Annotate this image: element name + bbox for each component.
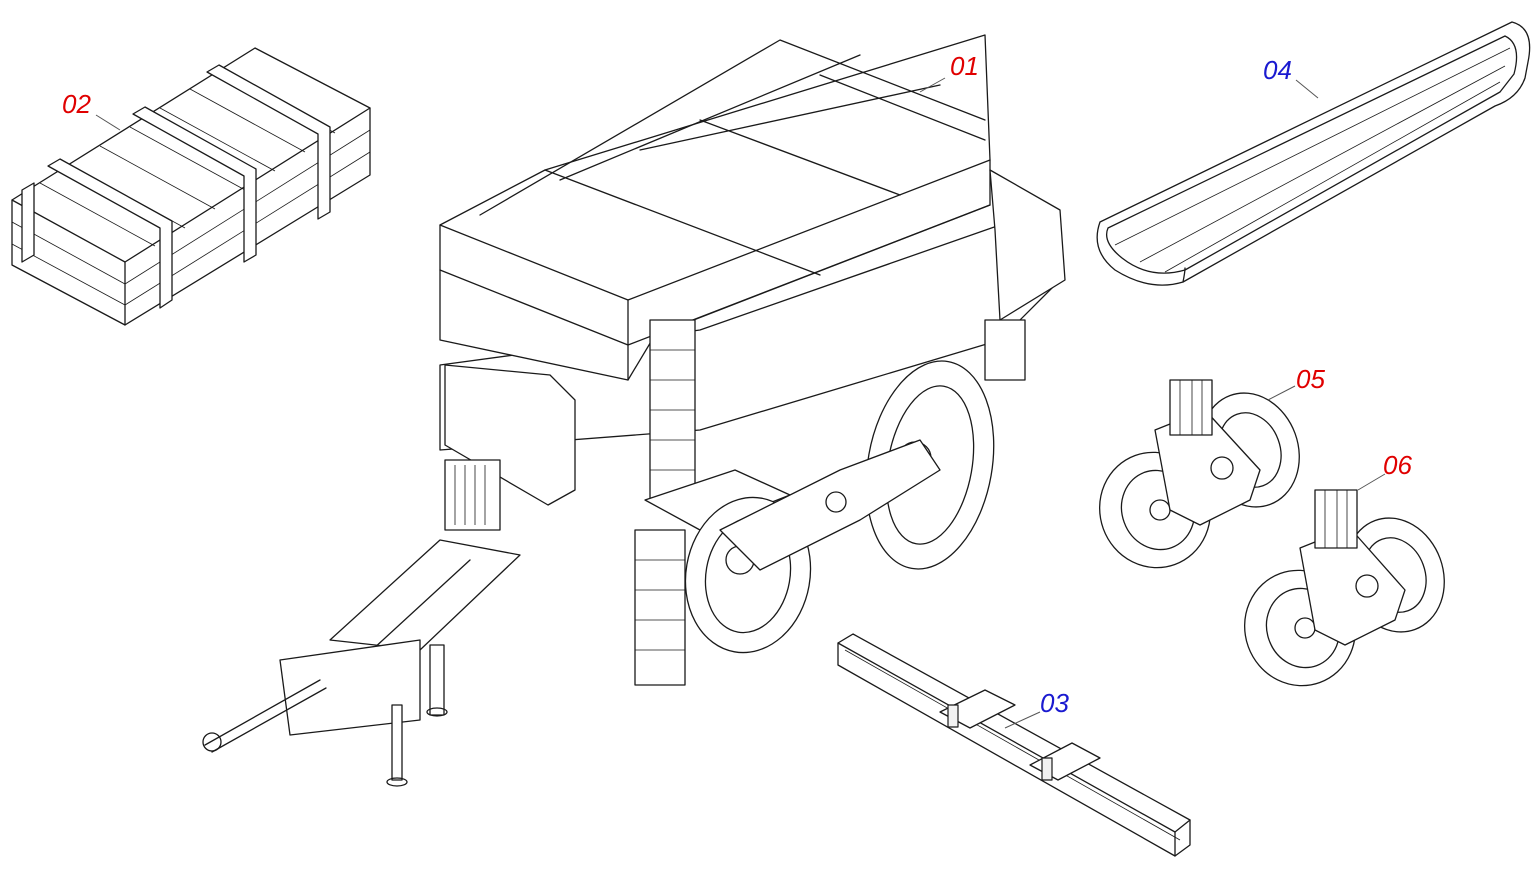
leader-03 xyxy=(1004,711,1041,729)
wheel-assembly-05 xyxy=(1098,379,1300,569)
callout-06: 06 xyxy=(1383,450,1412,480)
steel-beam xyxy=(837,633,1191,857)
wheel-assembly-06 xyxy=(1243,489,1445,687)
callout-03: 03 xyxy=(1040,688,1069,718)
callout-01: 01 xyxy=(950,51,979,81)
leader-04 xyxy=(1295,79,1319,99)
spreader-trailer xyxy=(202,34,1066,787)
callout-02: 02 xyxy=(62,89,91,119)
leader-05 xyxy=(1267,385,1296,401)
callout-05: 05 xyxy=(1296,364,1325,394)
callout-04: 04 xyxy=(1263,55,1292,85)
leader-01 xyxy=(919,77,946,93)
wooden-crate xyxy=(11,47,371,326)
conveyor-belt xyxy=(1096,21,1531,286)
leader-02 xyxy=(95,114,121,131)
leader-06 xyxy=(1357,473,1386,491)
